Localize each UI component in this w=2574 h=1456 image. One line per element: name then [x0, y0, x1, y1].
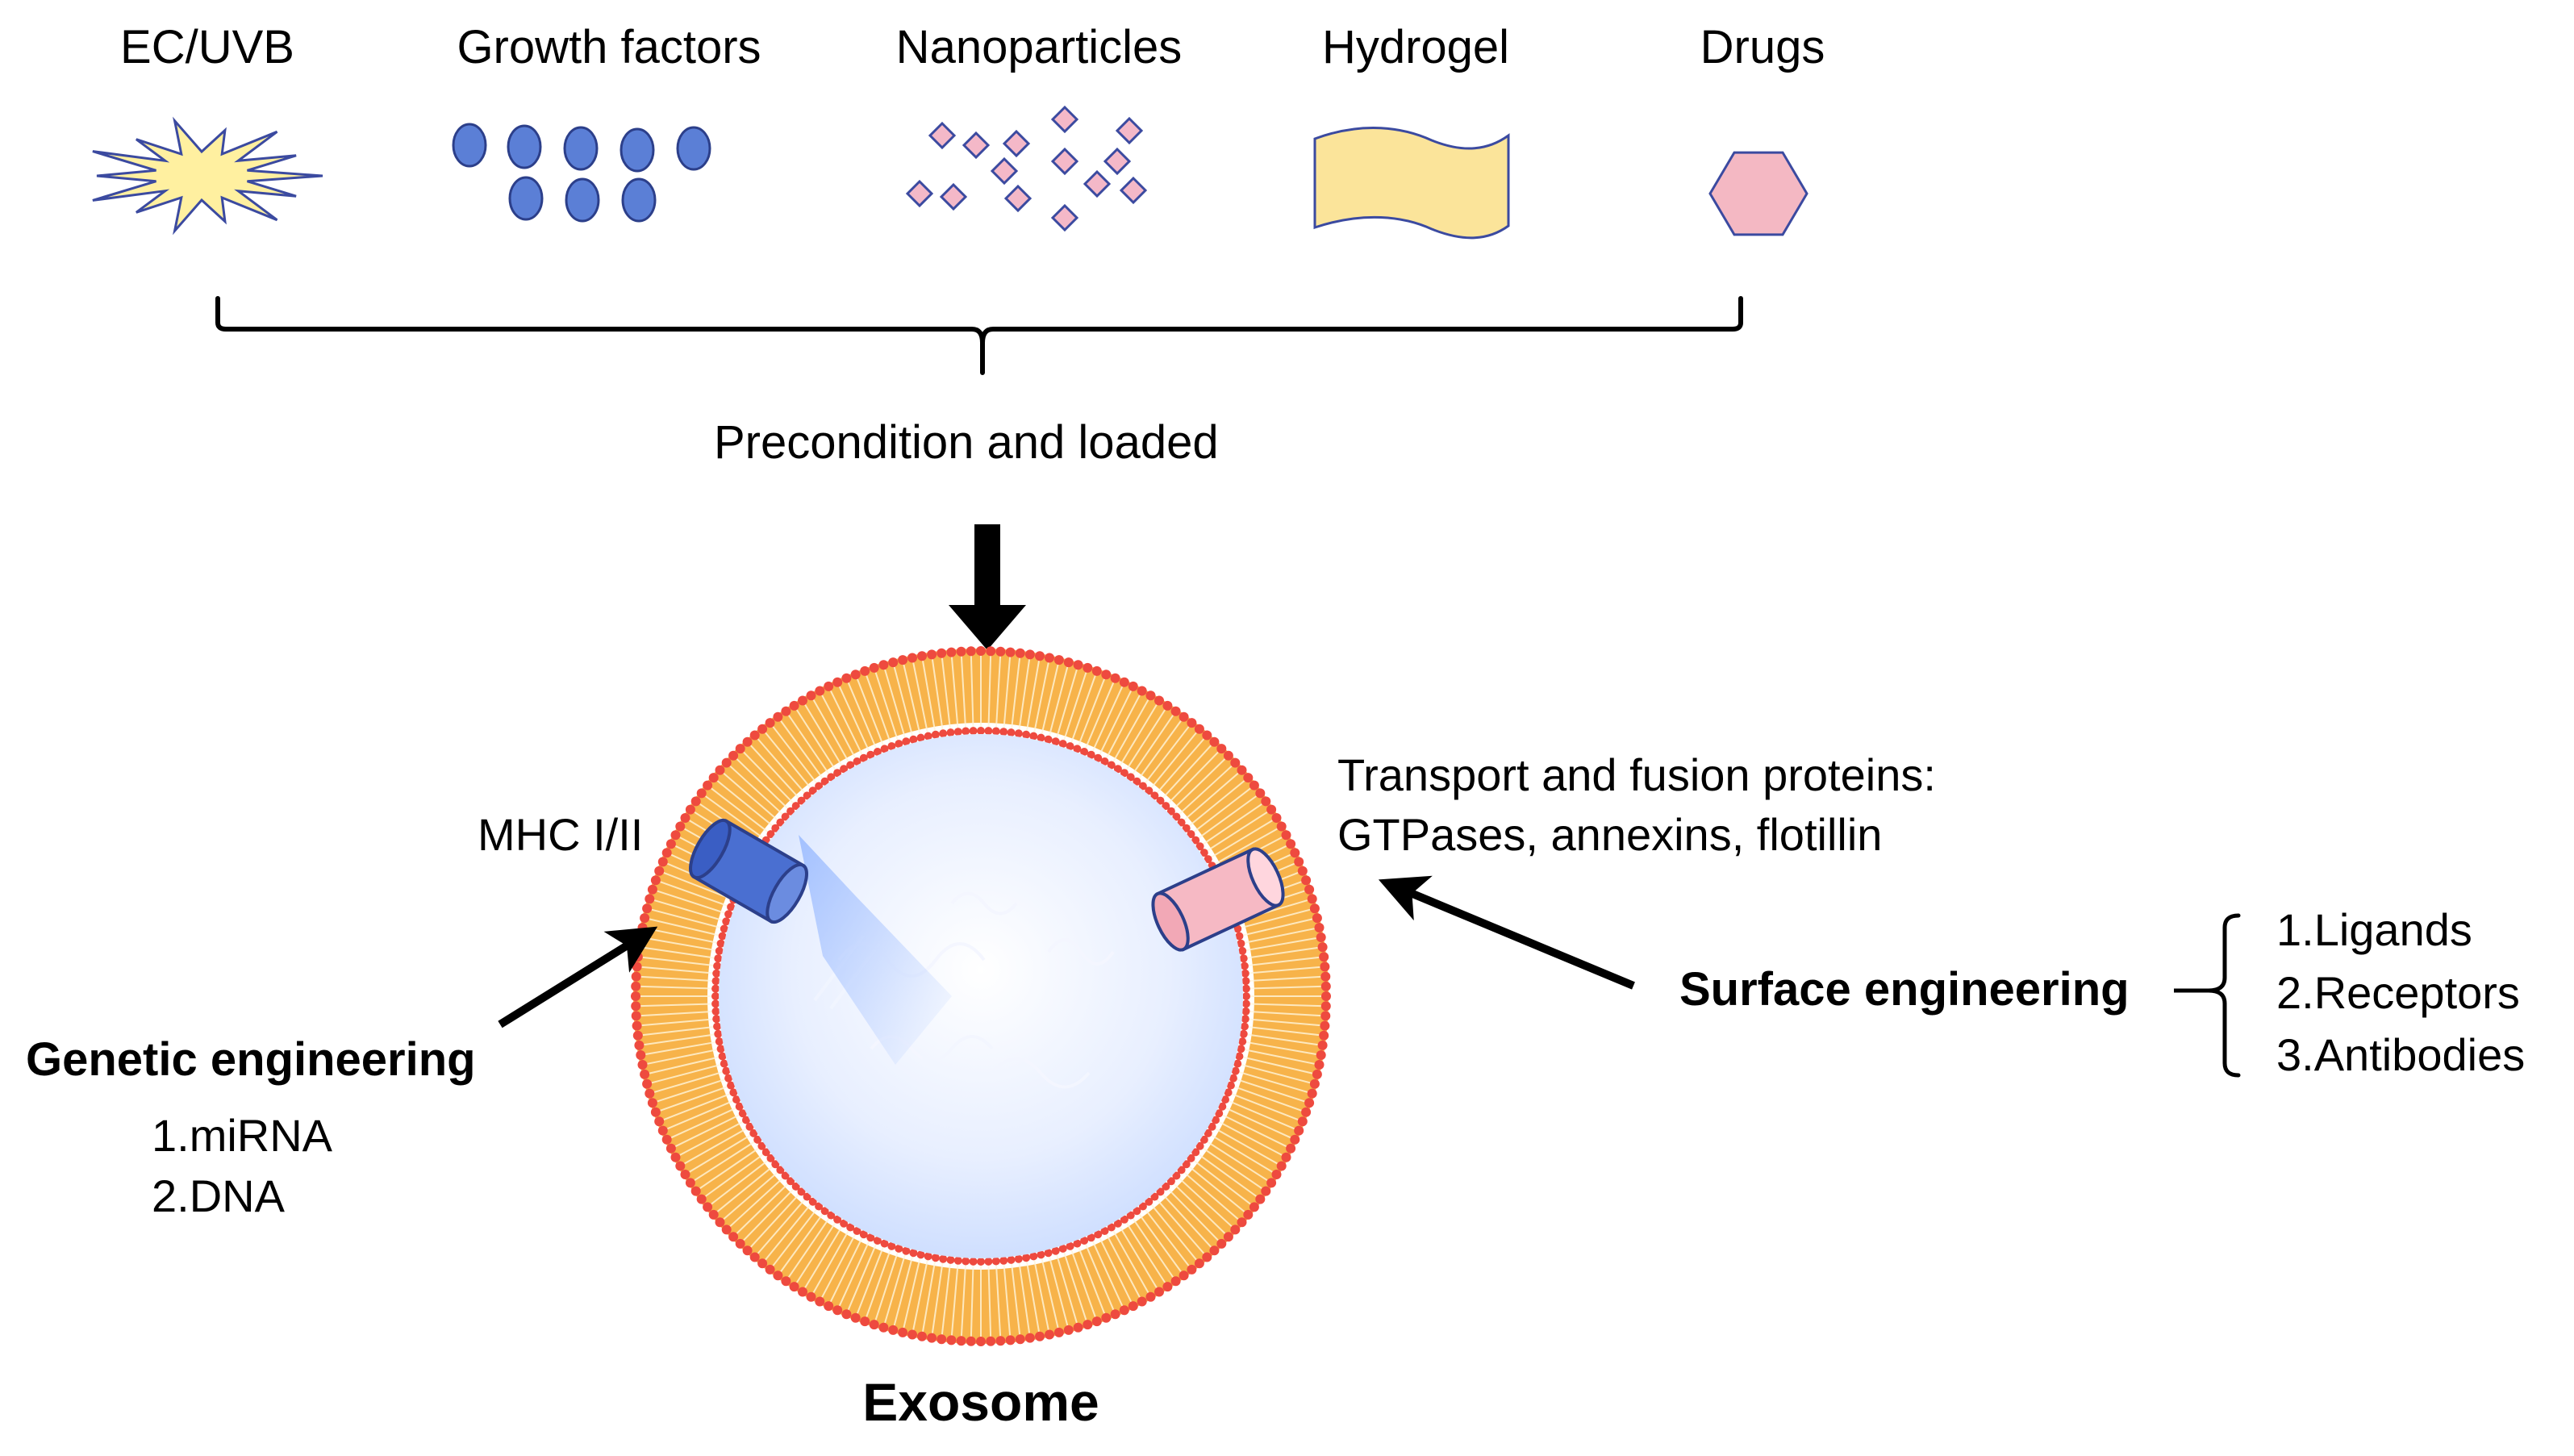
- surface-item-1: 1.Ligands: [2276, 904, 2472, 955]
- surface-arrow: [1378, 875, 1635, 990]
- agent-label-nanoparticles: Nanoparticles: [895, 21, 1183, 73]
- nanoparticle: [1003, 184, 1033, 213]
- nanoparticle: [962, 131, 991, 160]
- genetic-engineering-title: Genetic engineering: [26, 1033, 476, 1086]
- growth-factor-particle: [507, 124, 542, 169]
- nanoparticle: [990, 156, 1019, 186]
- ellipse-cluster-icon: [452, 123, 711, 223]
- mhc-label: MHC I/II: [478, 809, 644, 860]
- growth-factor-particle: [565, 177, 600, 223]
- nanoparticle: [1050, 147, 1079, 176]
- transport-label-line2: GTPases, annexins, flotillin: [1337, 809, 1883, 860]
- genetic-arrow: [498, 926, 658, 1028]
- growth-factor-particle: [563, 126, 599, 171]
- nanoparticle: [928, 121, 957, 150]
- nanoparticle: [1115, 116, 1144, 145]
- surface-item-2: 2.Receptors: [2276, 967, 2520, 1018]
- starburst-icon: [92, 116, 323, 236]
- surface-brace: [2208, 913, 2241, 1078]
- agent-label-growth-factors: Growth factors: [457, 21, 761, 73]
- transport-label-line1: Transport and fusion proteins:: [1337, 749, 1936, 800]
- diamond-cluster-icon: [905, 105, 1148, 232]
- growth-factor-particle: [621, 177, 657, 223]
- growth-factor-particle: [676, 126, 711, 171]
- exosome-vesicle: [631, 646, 1331, 1346]
- genetic-item-1: 1.miRNA: [152, 1110, 333, 1161]
- surface-engineering-title: Surface engineering: [1679, 963, 2130, 1016]
- mhc-protein-icon: [689, 818, 808, 924]
- surface-item-3: 3.Antibodies: [2276, 1029, 2526, 1080]
- agent-label-ec-uvb: EC/UVB: [120, 21, 294, 73]
- agent-label-hydrogel: Hydrogel: [1321, 21, 1510, 73]
- exosome-label: Exosome: [862, 1372, 1099, 1432]
- growth-factor-particle: [452, 123, 487, 168]
- nanoparticle: [1083, 169, 1112, 198]
- growth-factor-particle: [508, 176, 544, 221]
- genetic-item-2: 2.DNA: [152, 1170, 285, 1221]
- nanoparticle: [1103, 147, 1132, 176]
- nanoparticle: [1119, 176, 1148, 205]
- nanoparticle: [905, 179, 934, 208]
- process-label: Precondition and loaded: [714, 416, 1219, 469]
- hexagon-icon: [1708, 151, 1808, 236]
- wave-sheet-icon: [1313, 127, 1510, 240]
- growth-factor-particle: [620, 127, 655, 173]
- grouping-bracket: [215, 296, 1743, 375]
- transport-protein-icon: [1151, 847, 1285, 952]
- nanoparticle: [1050, 105, 1079, 134]
- agent-label-drugs: Drugs: [1700, 21, 1825, 73]
- nanoparticle: [939, 182, 968, 211]
- nanoparticle: [1002, 129, 1031, 158]
- down-arrow: [949, 524, 1026, 650]
- nanoparticle: [1050, 203, 1079, 232]
